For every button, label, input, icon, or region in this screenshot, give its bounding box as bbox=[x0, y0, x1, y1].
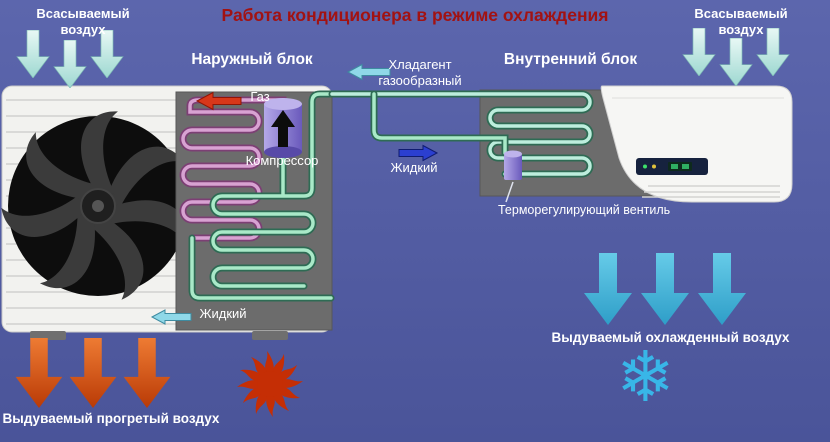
indoor-unit-title: Внутренний блок bbox=[503, 51, 638, 68]
cold-down-arrow-icon bbox=[584, 253, 632, 325]
compressor bbox=[264, 98, 302, 158]
outdoor-foot-right bbox=[252, 331, 288, 340]
display-digit-1 bbox=[671, 164, 678, 169]
expansion-valve bbox=[504, 150, 522, 203]
liquid-small-arrow-icon bbox=[150, 309, 192, 325]
intake-right-label: Всасываемый воздух bbox=[694, 6, 788, 37]
hot-down-arrow-icon bbox=[69, 338, 117, 408]
cold-down-arrow-icon bbox=[698, 253, 746, 325]
refrigerant-liquid-right-arrow-icon bbox=[398, 144, 439, 162]
expansion-valve-label: Терморегулирующий вентиль bbox=[498, 203, 671, 217]
valve-pointer-line bbox=[505, 181, 514, 203]
display-led-amber bbox=[652, 164, 656, 169]
display-digit-2 bbox=[682, 164, 689, 169]
snowflake-icon: ❄ bbox=[616, 336, 675, 418]
page-title: Работа кондиционера в режиме охлаждения bbox=[221, 5, 609, 25]
intake-down-arrow-icon bbox=[719, 38, 753, 86]
fan-icon bbox=[0, 101, 199, 304]
indoor-louvers bbox=[642, 185, 780, 198]
gas-left-arrow-icon bbox=[195, 91, 242, 111]
intake-down-arrow-icon bbox=[53, 40, 87, 88]
display-led-green bbox=[643, 164, 647, 169]
refrigerant-gas-line-label: Хладагент газообразный bbox=[378, 57, 462, 88]
outdoor-unit-title: Наружный блок bbox=[191, 51, 313, 68]
outdoor-liquid-label: Жидкий bbox=[199, 306, 247, 321]
cold-outflow-arrows bbox=[584, 253, 746, 325]
outflow-cold-label: Выдуваемый охлажденный воздух bbox=[551, 330, 790, 345]
sun-icon bbox=[237, 351, 303, 417]
intake-left-label: Всасываемый воздух bbox=[36, 6, 130, 37]
outflow-hot-label: Выдуваемый прогретый воздух bbox=[2, 411, 220, 426]
indoor-unit bbox=[600, 85, 793, 203]
hot-down-arrow-icon bbox=[123, 338, 171, 408]
hot-down-arrow-icon bbox=[15, 338, 63, 408]
outdoor-foot-left bbox=[30, 331, 66, 340]
refrigerant-gas-left-arrow-icon bbox=[346, 63, 391, 81]
cold-down-arrow-icon bbox=[641, 253, 689, 325]
intake-arrows-left bbox=[16, 30, 124, 88]
compressor-bottom bbox=[264, 146, 302, 158]
compressor-up-arrow-icon bbox=[271, 110, 295, 147]
refrigerant-liquid-line-label: Жидкий bbox=[390, 160, 438, 175]
hot-outflow-arrows bbox=[15, 338, 171, 408]
gas-label: Газ bbox=[250, 89, 270, 104]
compressor-label: Компрессор bbox=[245, 153, 319, 168]
compressor-top bbox=[264, 98, 302, 110]
